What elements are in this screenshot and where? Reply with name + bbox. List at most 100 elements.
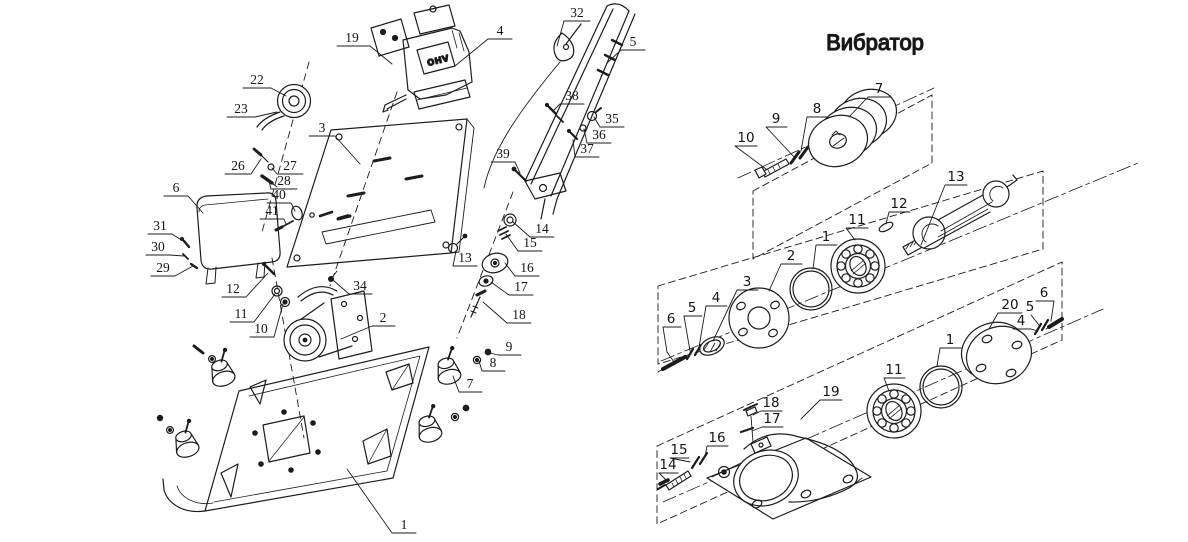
handle-hardware <box>511 102 602 183</box>
drive-belt <box>256 111 285 131</box>
part-label-3: 3 <box>319 120 326 135</box>
part-label-41: 41 <box>265 203 279 218</box>
leader-line <box>556 20 591 47</box>
part-label-2: 2 <box>380 310 387 325</box>
eccentric-shaft <box>902 174 1018 256</box>
shock-mount <box>175 418 200 458</box>
shock-mount <box>418 403 443 443</box>
part-label-22: 22 <box>250 72 264 87</box>
leader-line <box>552 103 585 112</box>
part-label-10: 10 <box>254 321 268 336</box>
leader-line <box>482 301 532 324</box>
leader-line <box>308 135 361 165</box>
bolt <box>1047 317 1064 329</box>
part-label-7: 7 <box>467 376 474 391</box>
leader-line <box>883 377 906 392</box>
part-label-15: 15 <box>670 442 687 458</box>
part-label-19: 19 <box>345 30 359 45</box>
part-label-5: 5 <box>630 34 637 49</box>
part-label-16: 16 <box>708 430 725 446</box>
part-label-12: 12 <box>890 196 907 212</box>
shaft-key <box>878 221 894 233</box>
part-label-5: 5 <box>1026 299 1035 315</box>
part-label-9: 9 <box>772 111 781 127</box>
part-label-6: 6 <box>1040 285 1049 301</box>
leader-line <box>150 265 194 277</box>
washer <box>685 347 695 361</box>
leader-line <box>505 233 543 252</box>
part-label-32: 32 <box>570 5 584 20</box>
vibrator-pulley <box>807 88 898 168</box>
leader-line <box>271 167 304 175</box>
part-label-35: 35 <box>605 111 619 126</box>
leader-line <box>512 221 555 238</box>
leader-line <box>489 352 522 356</box>
drive-pulley <box>256 83 312 131</box>
leader-line <box>346 468 417 534</box>
leader-line <box>452 250 478 267</box>
part-label-31: 31 <box>153 218 167 233</box>
washer <box>789 150 801 165</box>
leader-line <box>268 180 298 190</box>
leader-line <box>221 272 269 298</box>
end-flange <box>960 321 1033 385</box>
leader-line <box>800 116 829 152</box>
pulley-bolt <box>754 158 790 179</box>
part-label-27: 27 <box>283 158 297 173</box>
center-axes <box>660 87 1139 503</box>
leader-line <box>583 128 612 144</box>
leader-line <box>572 139 600 158</box>
part-label-17: 17 <box>763 411 780 427</box>
base-plate <box>162 346 430 513</box>
engine-brand-text: OHV <box>426 54 450 69</box>
cover-hardware <box>252 147 349 283</box>
leader-line <box>734 145 767 170</box>
part-label-26: 26 <box>231 158 245 173</box>
crankshaft-stub <box>382 94 407 113</box>
leader-line <box>812 244 838 270</box>
part-label-18: 18 <box>512 307 526 322</box>
housing-bolt <box>657 470 692 491</box>
flange-cover <box>728 287 790 349</box>
part-label-29: 29 <box>156 260 170 275</box>
leader-line <box>226 111 278 118</box>
pulley-subassembly <box>754 88 898 179</box>
washer <box>698 451 709 466</box>
leader-line <box>147 233 187 244</box>
leader-line <box>751 426 784 432</box>
leader-line <box>662 326 682 363</box>
leader-line <box>885 211 911 225</box>
part-label-14: 14 <box>535 221 549 236</box>
part-label-7: 7 <box>875 81 884 97</box>
leader-line <box>340 325 396 340</box>
handle-assembly <box>483 3 636 220</box>
leader-line <box>752 410 783 416</box>
part-label-9: 9 <box>506 339 513 354</box>
part-label-16: 16 <box>520 260 534 275</box>
washer <box>690 455 701 470</box>
leader-line <box>920 184 968 246</box>
leader-line <box>490 161 521 174</box>
shock-mount <box>211 347 236 387</box>
part-label-1: 1 <box>401 517 408 532</box>
part-label-18: 18 <box>762 395 779 411</box>
plug-bolt <box>743 403 758 443</box>
part-label-11: 11 <box>848 212 865 228</box>
plate-compactor-exploded-view: OHV <box>145 3 646 534</box>
part-label-38: 38 <box>565 88 579 103</box>
leader-line <box>490 281 534 296</box>
leader-line <box>332 279 373 295</box>
mount-hardware <box>156 344 492 435</box>
throttle-lever <box>553 23 582 62</box>
breather-plug <box>699 336 725 356</box>
part-label-15: 15 <box>523 235 537 250</box>
part-label-20: 20 <box>1001 297 1018 313</box>
part-label-40: 40 <box>272 187 286 202</box>
bolt <box>661 355 687 371</box>
leader-line <box>1012 328 1039 332</box>
leader-line <box>712 289 759 342</box>
washer <box>1040 318 1050 332</box>
leader-line <box>936 347 962 367</box>
o-ring <box>919 365 963 409</box>
